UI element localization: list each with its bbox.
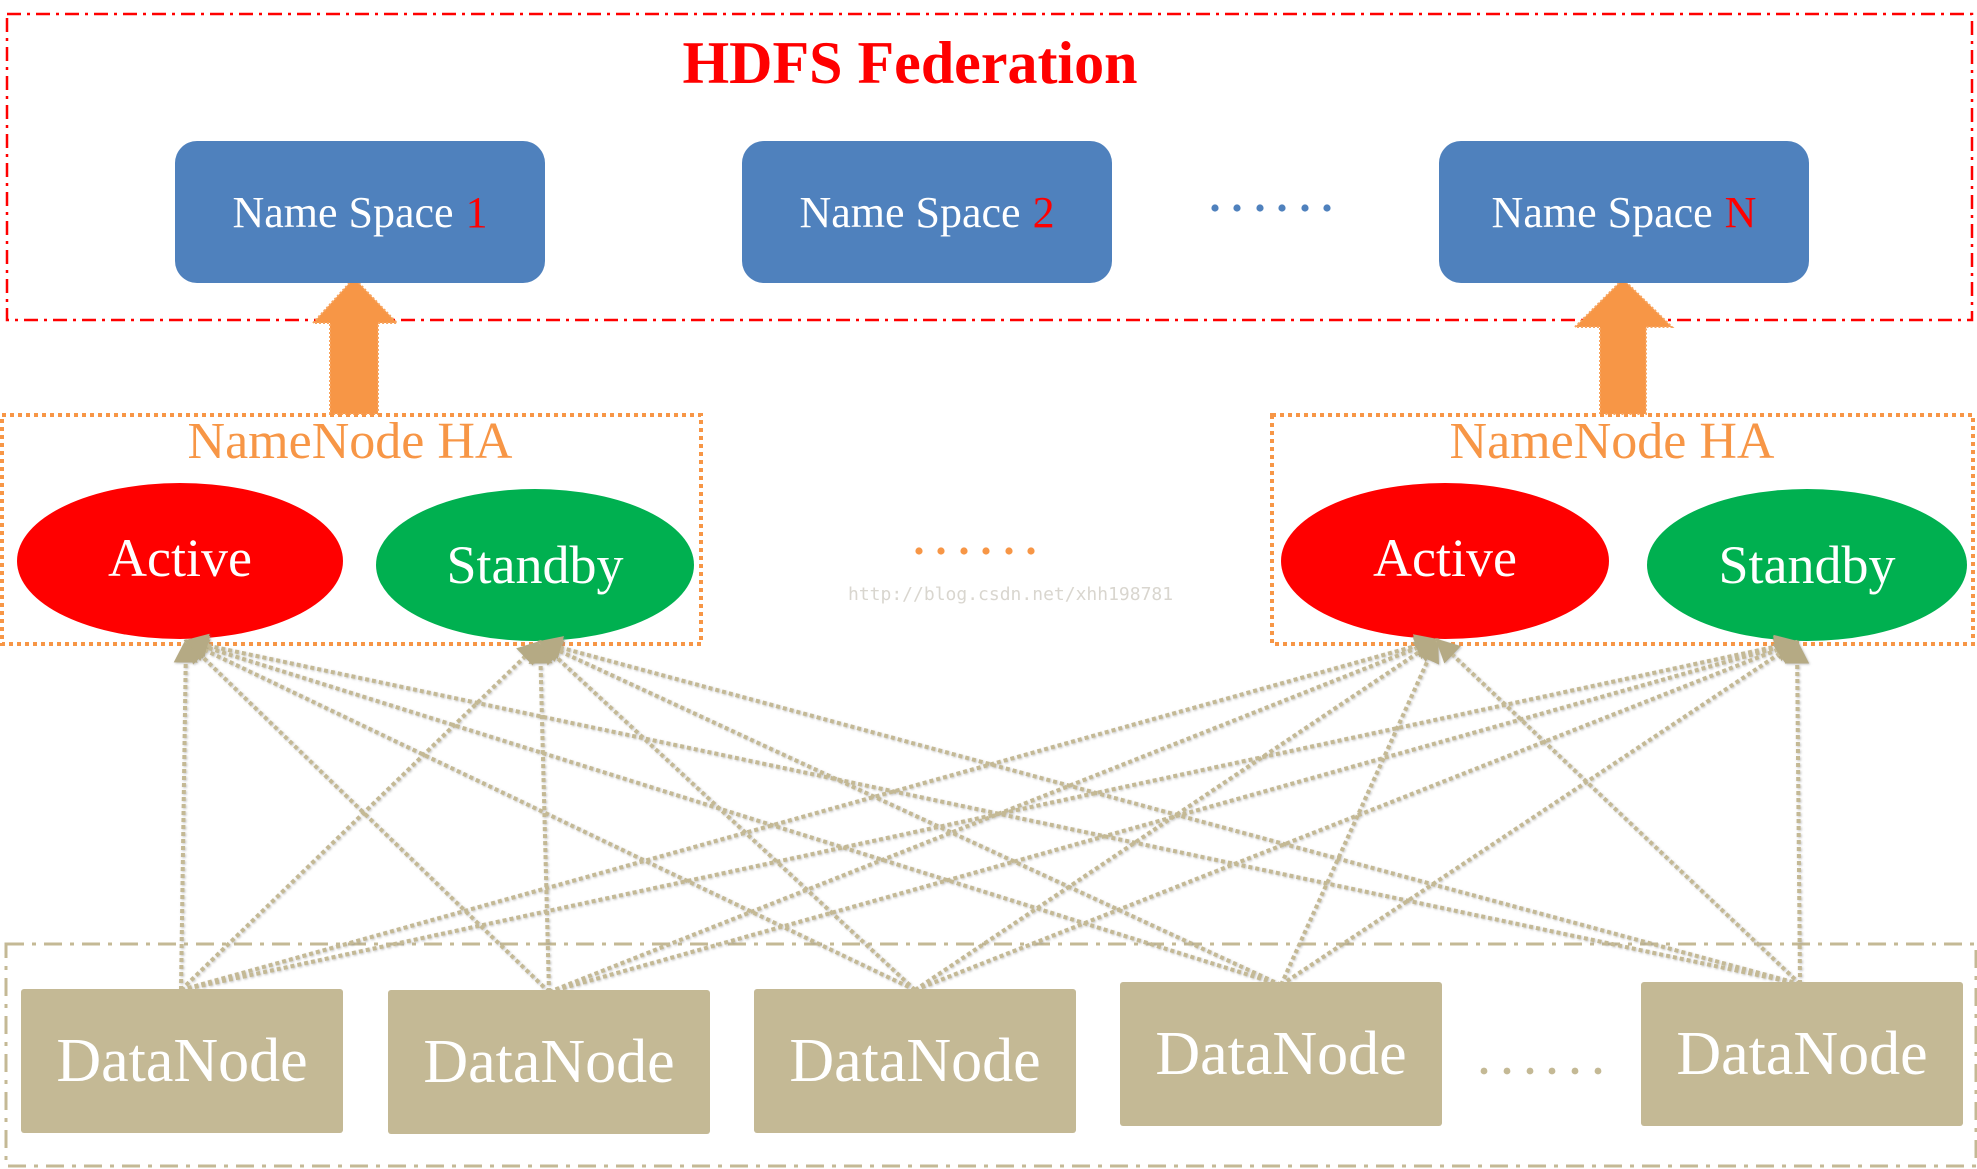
link-datanode-1-to-active-1 (173, 638, 198, 991)
link-datanode-5-to-active-2 (1435, 638, 1802, 986)
namespace-number: 1 (465, 187, 488, 237)
federation-container (5, 12, 1974, 322)
datanode-ellipsis (1480, 1067, 1602, 1075)
link-datanode-1-to-active-2 (180, 634, 1440, 992)
namenode-ellipsis (915, 547, 1035, 555)
standby-namenode-1[interactable] (376, 489, 694, 641)
link-datanode-2-to-standby-2 (548, 636, 1800, 994)
datanode-container (4, 942, 1977, 1168)
link-datanode-4-to-active-1 (183, 636, 1282, 987)
namespace-ellipsis (1211, 204, 1331, 212)
namespace-number: N (1724, 187, 1757, 237)
namenode-ha-container-2 (1270, 413, 1975, 646)
link-datanode-5-to-active-1 (183, 633, 1801, 986)
link-datanode-4-to-standby-1 (537, 640, 1282, 987)
namespace-label: Name Space (1491, 187, 1713, 237)
heartbeat-links (173, 633, 1810, 994)
ha-arrow-1 (310, 276, 400, 415)
diagram-title: HDFS Federation (682, 30, 1138, 96)
active-namenode-1[interactable] (17, 483, 343, 639)
datanode-3[interactable]: DataNode (754, 989, 1076, 1133)
link-datanode-5-to-standby-2 (1785, 639, 1810, 985)
ha-arrow-2 (1572, 277, 1675, 415)
link-datanode-3-to-active-1 (183, 639, 916, 992)
namespace-label: Name Space (799, 187, 1021, 237)
standby-label-2: Standby (1718, 535, 1896, 595)
link-datanode-2-to-active-1 (184, 639, 551, 994)
active-label-1: Active (108, 528, 252, 588)
link-datanode-1-to-standby-2 (180, 634, 1800, 992)
active-label-2: Active (1373, 528, 1517, 588)
link-datanode-2-to-active-2 (548, 636, 1440, 994)
link-datanode-5-to-standby-1 (537, 636, 1801, 986)
link-datanode-2-to-standby-1 (528, 639, 553, 993)
datanode-2[interactable]: DataNode (388, 990, 710, 1134)
link-datanode-4-to-active-2 (1279, 637, 1440, 986)
namespace-number: 2 (1032, 187, 1055, 237)
standby-label-1: Standby (446, 535, 624, 595)
link-datanode-3-to-standby-1 (538, 640, 917, 992)
namespace-label: Name Space (232, 187, 454, 237)
namenode-ha-label-2: NameNode HA (1449, 413, 1775, 470)
standby-namenode-2[interactable] (1647, 489, 1967, 641)
namenode-ha-label-1: NameNode HA (187, 413, 513, 470)
watermark: http://blog.csdn.net/xhh198781 (848, 584, 1174, 605)
active-namenode-2[interactable] (1281, 483, 1609, 639)
datanode-4[interactable]: DataNode (1120, 982, 1442, 1126)
datanode-5[interactable]: DataNode (1641, 982, 1963, 1126)
link-datanode-1-to-standby-1 (179, 640, 542, 992)
datanode-1[interactable]: DataNode (21, 989, 343, 1133)
link-datanode-4-to-standby-2 (1279, 640, 1799, 987)
